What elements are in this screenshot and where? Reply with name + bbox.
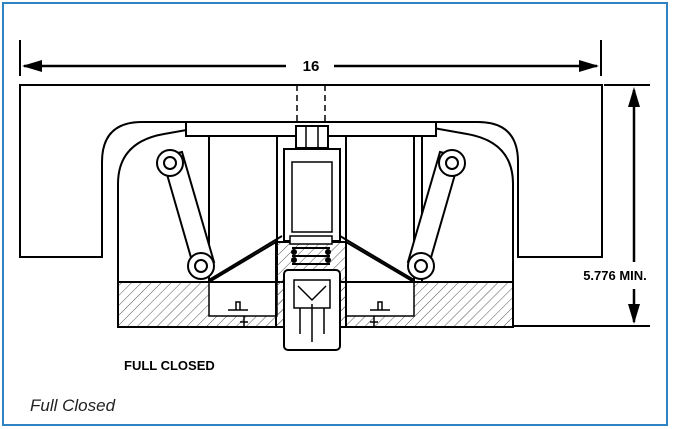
center-bolt-hidden-lines — [296, 85, 326, 126]
width-dimension: 16 — [19, 40, 602, 76]
width-label: 16 — [303, 58, 320, 75]
spring-coil — [289, 235, 333, 265]
height-dimension: 5.776 MIN. — [512, 84, 650, 327]
top-plate — [19, 84, 603, 258]
figure-caption: Full Closed — [30, 396, 116, 415]
figure-frame: 16 5.776 MIN. — [2, 2, 668, 426]
left-linkage — [156, 149, 216, 280]
height-label: 5.776 MIN. — [583, 268, 647, 283]
valve-diagram: 16 5.776 MIN. — [19, 40, 650, 373]
state-label: FULL CLOSED — [124, 358, 215, 373]
screws — [228, 301, 390, 326]
right-linkage — [406, 149, 466, 280]
bottom-plug — [283, 269, 341, 351]
